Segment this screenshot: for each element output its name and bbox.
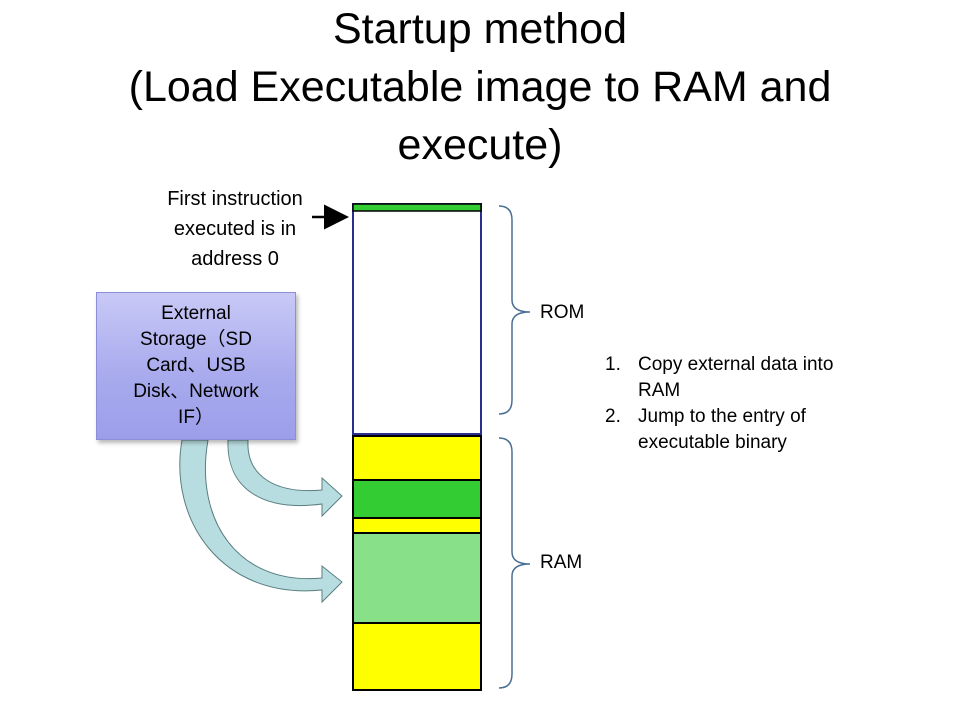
rom-region	[352, 203, 482, 435]
ram-block-yellow-3	[352, 622, 482, 691]
page-title: Startup method (Load Executable image to…	[0, 0, 960, 174]
curved-arrow-icon	[227, 439, 343, 518]
step-number: 2.	[605, 406, 621, 427]
title-line-3: execute)	[397, 121, 563, 169]
title-line-1: Startup method	[332, 5, 627, 53]
note-line-2: executed is in	[173, 218, 297, 240]
note-line-1: First instruction	[167, 188, 303, 210]
rom-label: ROM	[540, 302, 585, 323]
storage-line-4: Disk、Network	[133, 381, 259, 402]
storage-line-2: Storage（SD	[140, 329, 252, 350]
storage-line-5: IF）	[178, 407, 214, 428]
external-storage-box: External Storage（SD Card、USB Disk、Networ…	[96, 292, 296, 440]
storage-line-1: External	[161, 303, 231, 324]
storage-line-3: Card、USB	[146, 355, 246, 376]
ram-block-yellow-2	[352, 517, 482, 534]
curved-arrow-icon	[179, 439, 343, 604]
ram-brace	[498, 437, 531, 689]
ram-region	[352, 435, 482, 691]
ram-block-yellow-1	[352, 435, 482, 481]
ram-block-green-dark	[352, 479, 482, 519]
title-line-2: (Load Executable image to RAM and	[128, 63, 832, 111]
note-line-3: address 0	[191, 248, 279, 270]
step-item: 1. Copy external data into RAM	[605, 352, 905, 404]
ram-label: RAM	[540, 552, 583, 573]
rom-first-instruction-band	[352, 203, 482, 212]
first-instruction-note: First instruction executed is in address…	[140, 184, 330, 274]
ram-block-green-light	[352, 532, 482, 624]
step-text-line-2: RAM	[638, 380, 681, 401]
step-text-line-1: Jump to the entry of	[638, 406, 806, 427]
step-number: 1.	[605, 354, 621, 375]
step-text-line-1: Copy external data into	[638, 354, 834, 375]
rom-brace	[498, 205, 531, 415]
step-item: 2. Jump to the entry of executable binar…	[605, 404, 905, 456]
step-text-line-2: executable binary	[638, 432, 787, 453]
steps-list: 1. Copy external data into RAM 2. Jump t…	[605, 352, 905, 456]
